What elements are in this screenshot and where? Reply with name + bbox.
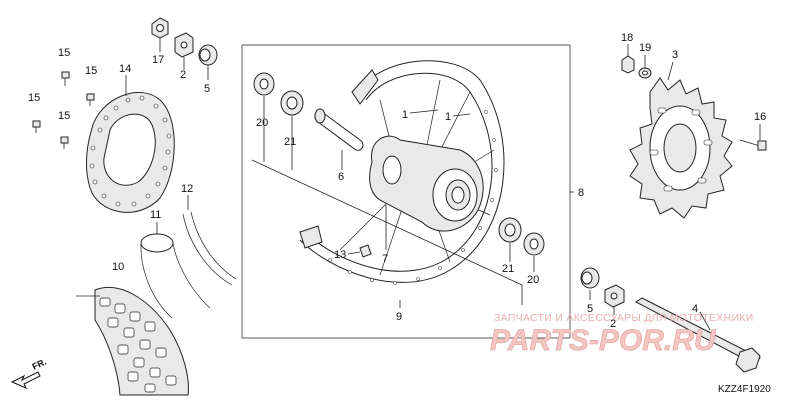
callout-15a: 15 xyxy=(58,47,70,59)
rim-band xyxy=(182,211,237,286)
dust-seal-left xyxy=(253,72,275,96)
driven-sprocket xyxy=(629,77,733,219)
callout-20a: 20 xyxy=(256,117,268,129)
callout-6: 6 xyxy=(338,171,344,183)
brake-disc xyxy=(85,91,175,213)
callout-14: 14 xyxy=(119,63,131,75)
callout-7: 7 xyxy=(382,253,388,265)
side-collar-right xyxy=(580,267,600,289)
bearing-right xyxy=(498,217,522,243)
callout-16: 16 xyxy=(754,111,766,123)
watermark-brand: PARTS-POR.RU xyxy=(490,324,717,357)
callout-1b: 1 xyxy=(445,111,451,123)
bearing-left xyxy=(280,90,304,116)
callout-13: 13 xyxy=(334,249,346,261)
callout-1a: 1 xyxy=(402,109,408,121)
callout-2a: 2 xyxy=(180,69,186,81)
callout-20b: 20 xyxy=(527,274,539,286)
callout-15b: 15 xyxy=(85,65,97,77)
callout-21a: 21 xyxy=(284,136,296,148)
callout-9: 9 xyxy=(396,311,402,323)
callout-4: 4 xyxy=(692,303,698,315)
assembly-frame xyxy=(241,44,571,339)
callout-17: 17 xyxy=(152,54,164,66)
callout-8: 8 xyxy=(578,187,584,199)
callout-21b: 21 xyxy=(502,263,514,275)
callout-15d: 15 xyxy=(58,110,70,122)
spoke-nipple xyxy=(359,244,372,258)
sprocket-nut xyxy=(621,55,635,74)
side-collar xyxy=(198,44,218,66)
sprocket-bolt xyxy=(739,139,767,151)
callout-11: 11 xyxy=(150,209,161,221)
axle-nut xyxy=(151,17,169,39)
callout-5a: 5 xyxy=(204,83,210,95)
front-direction-arrow: FR. xyxy=(10,357,48,389)
adjuster-block-right xyxy=(604,284,625,308)
wheel-hub xyxy=(369,135,484,232)
leader-lines xyxy=(76,38,761,331)
distance-collar xyxy=(314,108,364,151)
dust-seal-right xyxy=(523,232,545,256)
tire xyxy=(94,286,189,396)
sprocket-washer xyxy=(638,67,652,79)
callout-3: 3 xyxy=(672,49,678,61)
callout-19: 19 xyxy=(639,42,651,54)
rear-axle xyxy=(635,297,761,373)
watermark-tagline: ЗАПЧАСТИ И АКСЕССУАРЫ ДЛЯ МОТОТЕХНИКИ xyxy=(494,312,754,324)
front-direction-label: FR. xyxy=(31,357,48,372)
callout-15c: 15 xyxy=(28,92,40,104)
adjuster-block xyxy=(174,32,194,58)
callout-10: 10 xyxy=(112,261,124,273)
callout-12: 12 xyxy=(181,183,193,195)
inner-tube xyxy=(140,233,211,319)
disc-bolt xyxy=(32,71,95,149)
callout-5b: 5 xyxy=(587,303,593,315)
callout-2b: 2 xyxy=(610,318,616,330)
diagram-code: KZZ4F1920 xyxy=(718,384,771,395)
callout-18: 18 xyxy=(621,32,633,44)
